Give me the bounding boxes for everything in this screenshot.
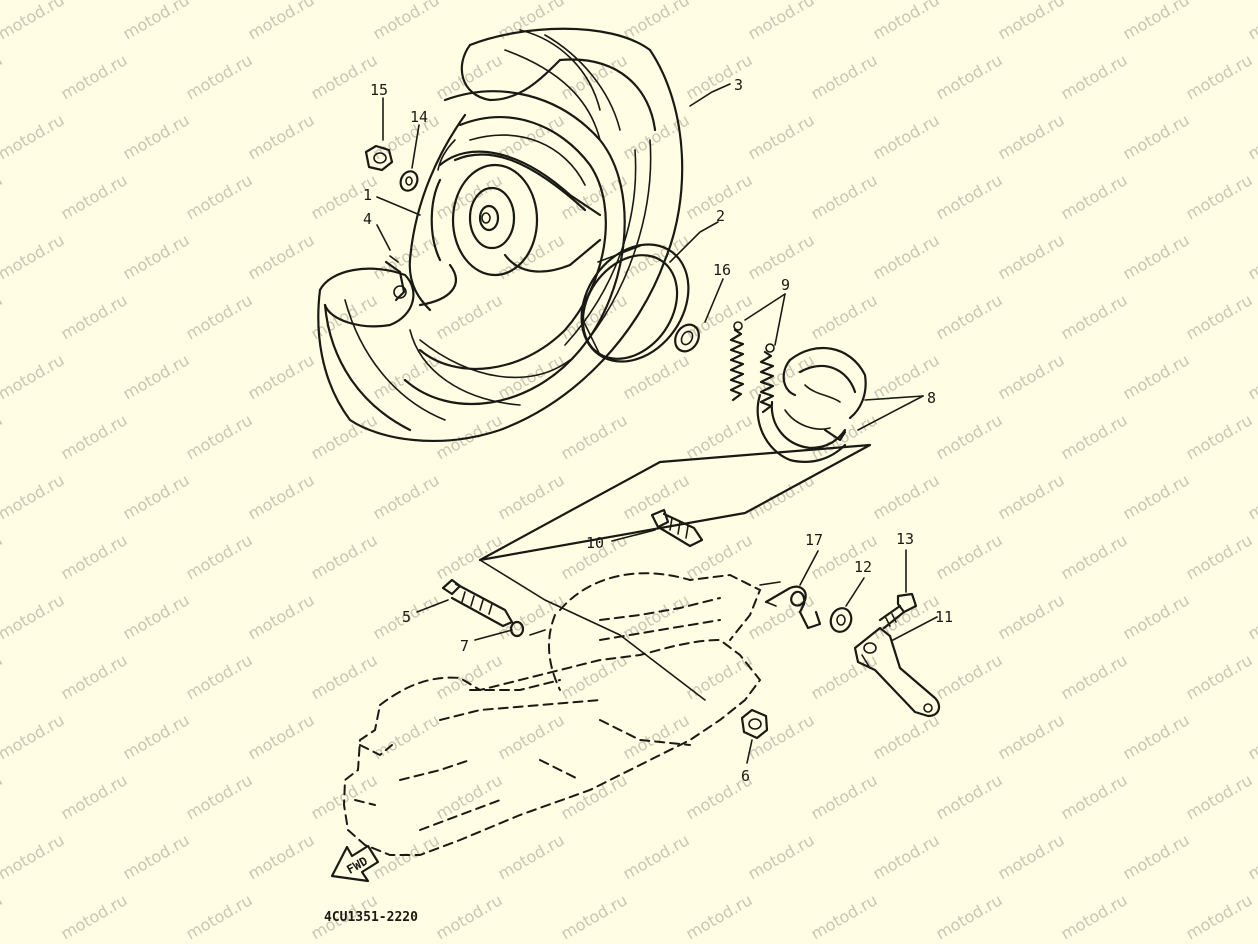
part-label-7: 7	[460, 637, 469, 655]
plain-washer	[399, 170, 419, 192]
part-number-labels: 15 14 1 4 3 2 16 9 8 10 5 7 6 17 12 13 1…	[363, 76, 953, 785]
brake-ring	[580, 243, 690, 363]
part-label-14: 14	[410, 108, 428, 126]
leader-lines	[376, 83, 938, 764]
forward-arrow: FWD	[330, 844, 380, 883]
part-label-8: 8	[927, 389, 936, 407]
part-label-9: 9	[781, 276, 790, 294]
part-label-16: 16	[713, 261, 731, 279]
part-label-6: 6	[741, 767, 750, 785]
part-label-1: 1	[363, 186, 372, 204]
reference-frame-upper	[478, 443, 872, 562]
part-label-2: 2	[716, 207, 725, 225]
brake-lever	[853, 626, 941, 718]
part-label-5: 5	[402, 608, 411, 626]
bolt	[878, 592, 918, 630]
crankcase-outline	[342, 572, 762, 856]
part-label-4: 4	[363, 210, 372, 228]
part-label-11: 11	[935, 608, 953, 626]
part-label-13: 13	[896, 530, 914, 548]
tire-valve	[384, 255, 407, 302]
flange-nut	[740, 708, 769, 740]
drive-shaft	[441, 578, 514, 628]
brake-shoes	[756, 346, 867, 463]
o-ring	[509, 620, 525, 638]
fwd-label: FWD	[344, 854, 370, 877]
part-label-17: 17	[805, 531, 823, 549]
brake-washer	[829, 607, 853, 633]
brake-camshaft	[650, 508, 704, 548]
part-label-12: 12	[854, 558, 872, 576]
part-label-3: 3	[734, 76, 743, 94]
tire-assembly	[317, 27, 684, 443]
torsion-spring	[764, 585, 822, 630]
oil-seal	[674, 323, 700, 353]
part-label-15: 15	[370, 81, 388, 99]
brake-springs	[729, 321, 775, 414]
diagram-code: 4CU1351-2220	[324, 910, 418, 925]
axle-nut	[364, 144, 394, 172]
part-label-10: 10	[586, 534, 604, 552]
